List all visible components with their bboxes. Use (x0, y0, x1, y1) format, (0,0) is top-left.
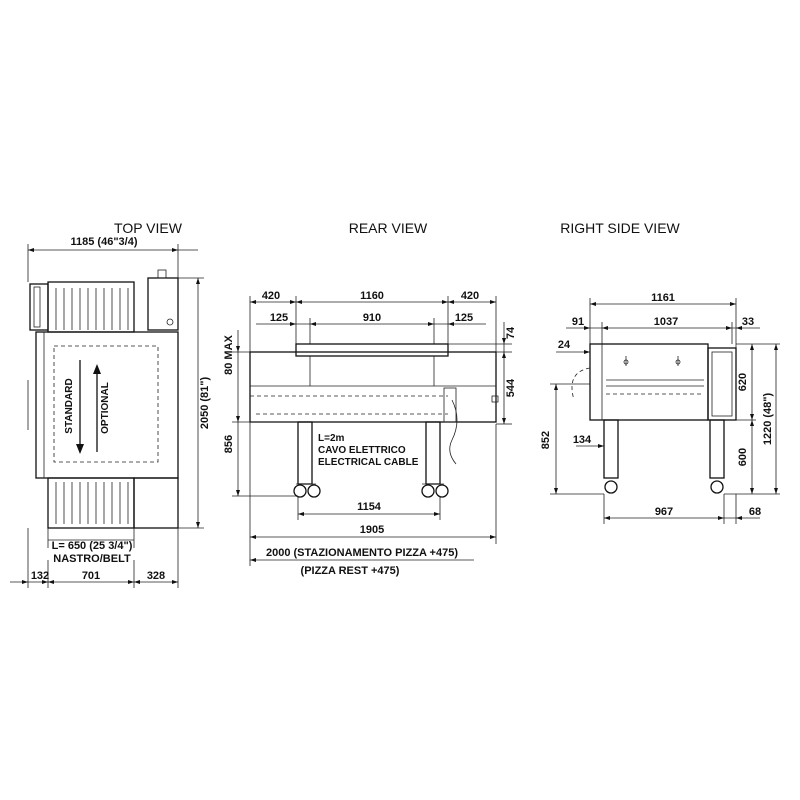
side-dim-24: 24 (558, 339, 571, 351)
rear-dim-910: 910 (363, 312, 381, 324)
top-chamber-outline (53, 345, 159, 463)
top-belt-upper (47, 281, 135, 333)
side-dim-33: 33 (742, 316, 754, 328)
side-leg-rear (709, 419, 725, 479)
arrow-optional-label: OPTIONAL (100, 382, 111, 434)
side-dim-1161: 1161 (651, 292, 675, 304)
side-dim-91: 91 (572, 316, 584, 328)
belt-label: NASTRO/BELT (53, 553, 131, 565)
side-view-title: RIGHT SIDE VIEW (560, 220, 680, 236)
cable-label-en: ELECTRICAL CABLE (318, 457, 419, 468)
rear-dim-420-left: 420 (262, 290, 280, 302)
top-overall-width: 1185 (46"3/4) (71, 236, 138, 248)
belt-width: L= 650 (25 3/4") (52, 540, 133, 552)
side-dim-1037: 1037 (654, 316, 678, 328)
top-belt-lower (47, 477, 135, 529)
rear-dim-856: 856 (223, 435, 235, 453)
side-dim-852: 852 (540, 431, 552, 449)
rear-dim-1160: 1160 (360, 290, 384, 302)
rear-dim-420-right: 420 (461, 290, 479, 302)
top-view-title: TOP VIEW (114, 220, 183, 236)
side-dim-967: 967 (655, 506, 673, 518)
side-oven-body (589, 343, 709, 421)
arrow-standard-label: STANDARD (64, 378, 75, 433)
rear-view: REAR VIEW 420 1160 420 125 910 125 (223, 220, 517, 577)
rear-dim-74: 74 (505, 326, 517, 339)
top-overall-depth: 2050 (81") (199, 377, 211, 430)
side-dim-134: 134 (573, 434, 592, 446)
top-view: TOP VIEW 1185 (46"3/4) (10, 220, 211, 588)
side-dim-620: 620 (737, 373, 749, 391)
top-control-box (147, 277, 179, 331)
top-dim-132: 132 (31, 570, 49, 582)
side-view: RIGHT SIDE VIEW 1161 91 1037 33 (540, 220, 780, 524)
rear-pizza-rest: (PIZZA REST +475) (301, 565, 400, 577)
rear-dim-80max: 80 MAX (223, 334, 235, 374)
top-dim-328: 328 (147, 570, 165, 582)
rear-oven-body (249, 351, 497, 423)
top-dim-701: 701 (82, 570, 100, 582)
rear-dim-1154: 1154 (357, 501, 382, 513)
side-dim-1220: 1220 (48") (762, 393, 774, 446)
rear-view-title: REAR VIEW (349, 220, 428, 236)
side-leg-front (603, 419, 619, 479)
rear-dim-1905: 1905 (360, 524, 384, 536)
side-dim-68: 68 (749, 506, 761, 518)
rear-dim-125-left: 125 (270, 312, 288, 324)
cable-length: L=2m (318, 433, 345, 444)
rear-leg-right (425, 421, 441, 485)
rear-dim-2000: 2000 (STAZIONAMENTO PIZZA +475) (266, 547, 458, 559)
rear-top-hood (295, 343, 449, 357)
rear-leg-left (297, 421, 313, 485)
rear-dim-125-right: 125 (455, 312, 473, 324)
cable-label-it: CAVO ELETTRICO (318, 445, 406, 456)
side-dim-600: 600 (737, 448, 749, 466)
rear-dim-544: 544 (505, 378, 517, 397)
